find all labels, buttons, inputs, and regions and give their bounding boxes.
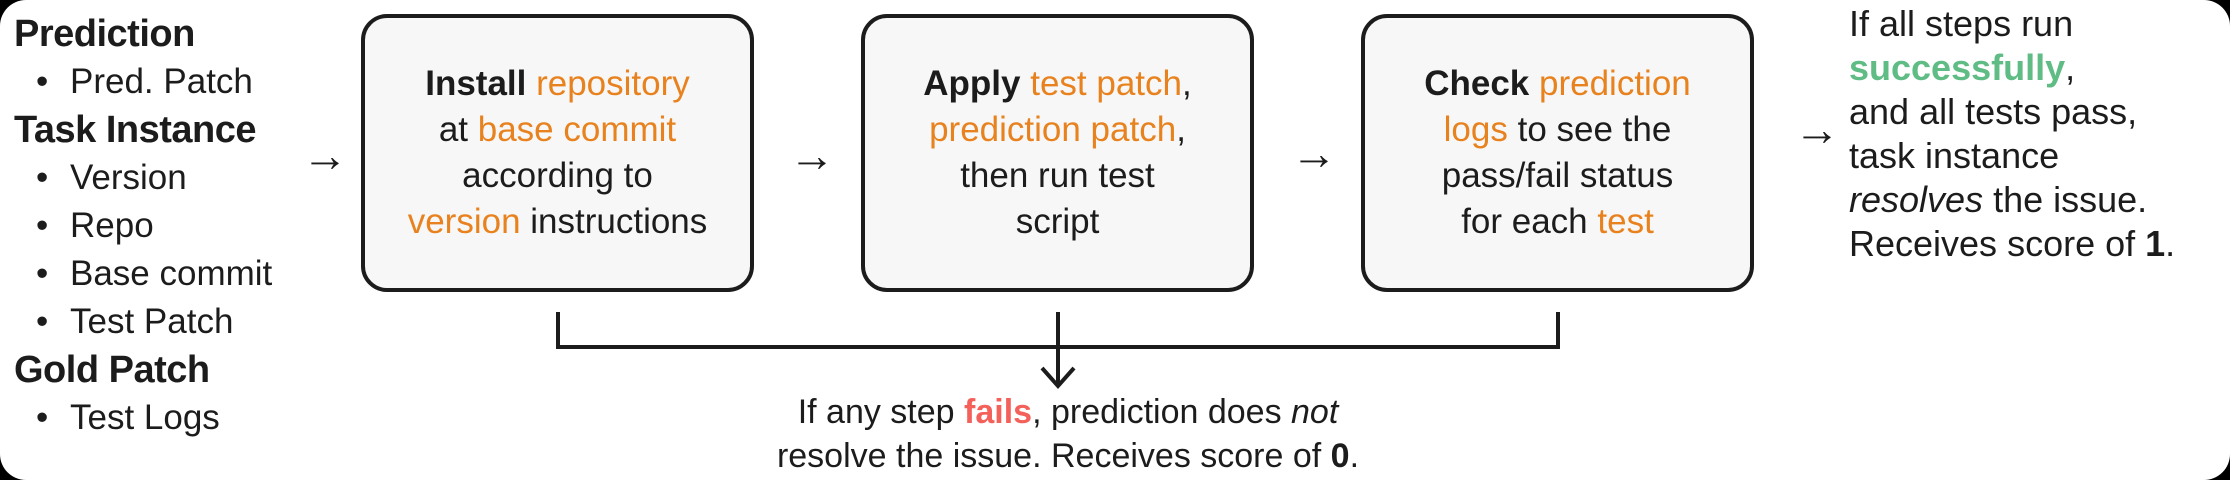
legend-item: • Repo xyxy=(14,202,272,250)
text-segment: Install xyxy=(425,64,537,103)
text-segment: , xyxy=(1181,64,1192,103)
text-segment: . xyxy=(2165,223,2176,264)
bullet-glyph: • xyxy=(36,254,49,293)
legend-section-prediction: Prediction • Pred. Patch xyxy=(14,10,272,106)
text-segment: . xyxy=(1349,437,1360,475)
text-line: resolves the issue. xyxy=(1849,178,2175,222)
text-segment: to see the xyxy=(1507,110,1672,149)
legend-item: • Test Logs xyxy=(14,394,272,442)
text-segment: then run test xyxy=(960,156,1155,195)
text-segment: test patch xyxy=(1030,64,1182,103)
text-segment: and all tests pass, xyxy=(1849,91,2138,132)
legend-item-label: Base commit xyxy=(70,254,273,293)
legend-item-label: Test Patch xyxy=(70,302,234,341)
text-line: prediction patch, xyxy=(929,107,1186,153)
text-segment: at xyxy=(438,110,478,149)
bullet-glyph: • xyxy=(36,302,49,341)
legend-item-label: Pred. Patch xyxy=(70,62,253,101)
text-segment: If any step xyxy=(797,393,965,431)
legend-item: • Test Patch xyxy=(14,298,272,346)
legend-section-task-instance: Task Instance •Version•Repo•Base commit•… xyxy=(14,106,272,346)
legend-item-label: Test Logs xyxy=(70,398,220,437)
text-segment: base commit xyxy=(477,110,677,149)
text-line: then run test xyxy=(960,153,1155,199)
text-line: at base commit xyxy=(439,107,676,153)
text-segment: Apply xyxy=(923,64,1031,103)
flow-arrow-input-icon: → xyxy=(302,129,348,181)
inputs-legend: Prediction • Pred. Patch Task Instance • V… xyxy=(14,10,272,442)
text-line: If all steps run xyxy=(1849,2,2175,46)
text-segment: If all steps run xyxy=(1849,3,2074,44)
text-line: for each test xyxy=(1461,199,1654,245)
text-segment: prediction xyxy=(1539,64,1691,103)
text-segment: , xyxy=(1176,110,1186,149)
text-line: Apply test patch, xyxy=(923,61,1191,107)
text-line: Receives score of 1. xyxy=(1849,222,2175,266)
text-segment: 0 xyxy=(1330,437,1350,475)
bullet-glyph: • xyxy=(36,206,49,245)
bullet-glyph: • xyxy=(36,158,49,197)
text-segment: , prediction does xyxy=(1032,393,1292,431)
text-line: according to xyxy=(462,153,653,199)
text-line: resolve the issue. Receives score of 0. xyxy=(598,434,1538,478)
text-line: pass/fail status xyxy=(1442,153,1674,199)
text-line: successfully, xyxy=(1849,46,2175,90)
legend-items-task-instance: • Version • Repo • Base commit • Test Patch xyxy=(14,154,272,346)
text-segment: repository xyxy=(536,64,690,103)
text-segment: Check xyxy=(1424,64,1539,103)
text-line: Check prediction xyxy=(1424,61,1691,107)
legend-title-task-instance: Task Instance xyxy=(14,109,257,151)
text-segment: 1 xyxy=(2145,223,2166,264)
text-segment: fails xyxy=(964,393,1033,431)
legend-item: • Base commit xyxy=(14,250,272,298)
legend-title-gold-patch: Gold Patch xyxy=(14,349,210,391)
text-segment: test xyxy=(1597,202,1654,241)
bullet-glyph: • xyxy=(36,398,49,437)
text-line: script xyxy=(1016,199,1100,245)
bullet-glyph: • xyxy=(36,62,49,101)
flow-arrow-output-icon: → xyxy=(1794,103,1840,155)
flow-arrow-1-2-icon: → xyxy=(789,129,835,181)
flow-arrow-2-3-icon: → xyxy=(1291,127,1337,179)
text-line: If any step fails, prediction does not xyxy=(598,390,1538,434)
text-segment: Receives score of xyxy=(1849,223,2146,264)
text-line: and all tests pass, xyxy=(1849,90,2175,134)
text-segment: not xyxy=(1291,393,1339,431)
legend-title-prediction: Prediction xyxy=(14,13,195,55)
text-segment: version xyxy=(407,202,521,241)
text-segment: the issue. xyxy=(1983,179,2148,220)
text-segment: successfully xyxy=(1849,47,2066,88)
text-segment: instructions xyxy=(520,202,708,241)
text-segment: resolves xyxy=(1849,179,1984,220)
text-line: version instructions xyxy=(408,199,708,245)
legend-item: • Version xyxy=(14,154,272,202)
text-line: Install repository xyxy=(425,61,690,107)
text-line: task instance xyxy=(1849,134,2175,178)
legend-item-label: Version xyxy=(70,158,187,197)
legend-section-gold-patch: Gold Patch • Test Logs xyxy=(14,346,272,442)
legend-item: • Pred. Patch xyxy=(14,58,272,106)
text-segment: script xyxy=(1015,202,1100,241)
step-box-apply: Apply test patch,prediction patch,then r… xyxy=(861,14,1254,292)
text-segment: resolve the issue. Receives score of xyxy=(776,437,1331,475)
text-segment: according to xyxy=(462,156,653,195)
text-segment: prediction patch xyxy=(929,110,1177,149)
connector-path xyxy=(556,312,1560,390)
text-segment: , xyxy=(2065,47,2076,88)
text-segment: pass/fail status xyxy=(1441,156,1674,195)
text-line: logs to see the xyxy=(1444,107,1672,153)
text-segment: for each xyxy=(1461,202,1598,241)
text-segment: task instance xyxy=(1849,135,2060,176)
legend-items-gold-patch: • Test Logs xyxy=(14,394,272,442)
legend-item-label: Repo xyxy=(70,206,154,245)
legend-items-prediction: • Pred. Patch xyxy=(14,58,272,106)
text-segment: logs xyxy=(1443,110,1508,149)
